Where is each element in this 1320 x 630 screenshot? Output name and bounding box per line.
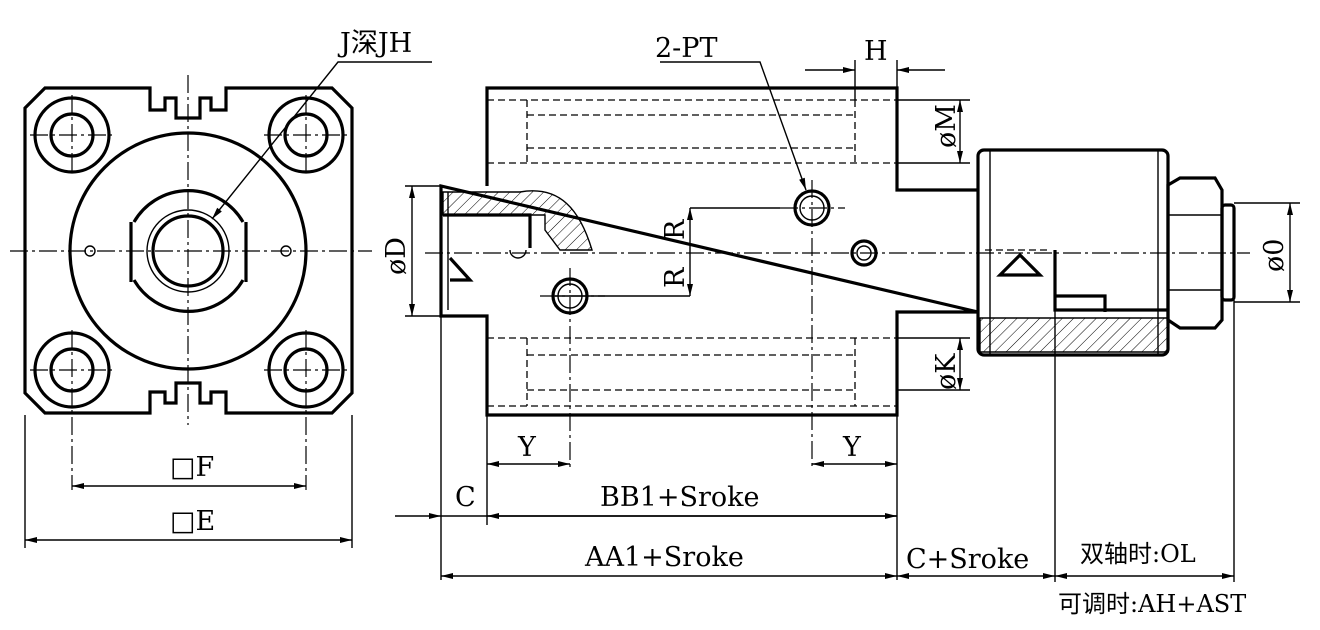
r-bottom-label: R	[660, 267, 691, 288]
dia-k-label: øK	[931, 353, 962, 390]
y-left-label: Y	[517, 432, 537, 463]
aa1-label: AA1+Sroke	[584, 542, 744, 573]
c-label: C	[455, 482, 476, 513]
c-stroke-label: C+Sroke	[906, 544, 1029, 575]
h-label: H	[864, 36, 888, 67]
dia-m-label: øM	[931, 104, 962, 148]
hidden-bores	[487, 99, 897, 407]
dual-shaft-label: 双轴时:OL	[1080, 540, 1196, 568]
adjustable-label: 可调时:AH+AST	[1058, 590, 1246, 618]
y-right-label: Y	[842, 432, 862, 463]
bolt-holes	[33, 96, 345, 409]
square-e-label: □E	[170, 506, 215, 537]
side-view: R R 2-PT H øM øK øD	[381, 33, 1300, 618]
dia-o-label: ø0	[1259, 239, 1290, 272]
bb1-label: BB1+Sroke	[600, 482, 759, 513]
thread-depth-label: J深JH	[337, 28, 412, 59]
port-label: 2-PT	[655, 33, 717, 64]
dia-d-label: øD	[381, 237, 412, 275]
square-f-label: □F	[170, 452, 214, 483]
end-view: J深JH □F □E	[10, 28, 432, 548]
r-top-label: R	[660, 219, 691, 240]
